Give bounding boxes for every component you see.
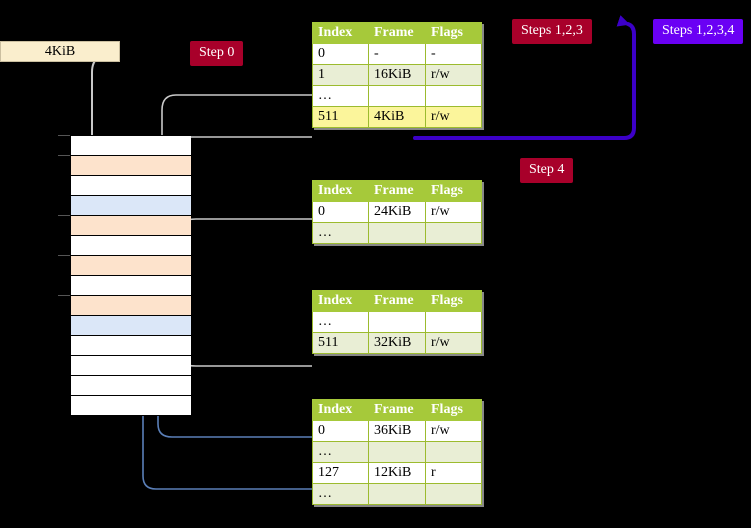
table-cell: …: [312, 222, 369, 244]
table-cell: r: [425, 462, 482, 484]
table-cell: r/w: [425, 201, 482, 223]
memory-frame-row: [71, 196, 191, 216]
memory-frame-row: [71, 356, 191, 376]
physical-memory-column: [70, 135, 191, 416]
table-cell: [425, 441, 482, 463]
memory-size-label: 4KiB: [0, 41, 120, 62]
memory-frame-row: [71, 316, 191, 336]
table-cell: 24KiB: [368, 201, 426, 223]
table-cell: 0: [312, 201, 369, 223]
table-cell: [368, 222, 426, 244]
memory-frame-row: [71, 296, 191, 316]
memory-frame-row: [71, 176, 191, 196]
table-cell: 511: [312, 106, 369, 128]
memory-frame-row: [71, 376, 191, 396]
table-cell: 127: [312, 462, 369, 484]
column-header-index: Index: [312, 399, 369, 421]
memory-frame-row: [71, 136, 191, 156]
table-row: …: [312, 441, 482, 463]
column-header-frame: Frame: [368, 399, 426, 421]
column-header-index: Index: [312, 180, 369, 202]
table-cell: 0: [312, 43, 369, 65]
table-row: …: [312, 222, 482, 244]
table-cell: -: [368, 43, 426, 65]
table-cell: …: [312, 441, 369, 463]
column-header-frame: Frame: [368, 180, 426, 202]
table-cell: 4KiB: [368, 106, 426, 128]
memory-frame-row: [71, 276, 191, 296]
memory-row-tick: [58, 215, 70, 216]
table-cell: [368, 311, 426, 333]
table-cell: [425, 483, 482, 505]
column-header-flags: Flags: [425, 180, 482, 202]
table-cell: r/w: [425, 332, 482, 354]
memory-frame-row: [71, 256, 191, 276]
memory-frame-row: [71, 396, 191, 416]
memory-frame-row: [71, 236, 191, 256]
memory-frame-row: [71, 156, 191, 176]
badge-steps-1234: Steps 1,2,3,4: [653, 19, 744, 44]
table-cell: 36KiB: [368, 420, 426, 442]
table-cell: 32KiB: [368, 332, 426, 354]
table-cell: [425, 311, 482, 333]
memory-row-tick: [58, 155, 70, 156]
column-header-flags: Flags: [425, 399, 482, 421]
table-cell: [425, 85, 482, 107]
badge-step-0: Step 0: [190, 41, 244, 66]
column-header-index: Index: [312, 22, 369, 44]
badge-steps-123: Steps 1,2,3: [512, 19, 592, 44]
table-cell: [368, 483, 426, 505]
table-row: …: [312, 311, 482, 333]
table-cell: 0: [312, 420, 369, 442]
table-cell: [368, 441, 426, 463]
memory-row-tick: [58, 255, 70, 256]
table-cell: [368, 85, 426, 107]
table-cell: 16KiB: [368, 64, 426, 86]
column-header-frame: Frame: [368, 290, 426, 312]
table-cell: -: [425, 43, 482, 65]
table-cell: [425, 222, 482, 244]
table-row: …: [312, 483, 482, 505]
table-cell: r/w: [425, 64, 482, 86]
column-header-index: Index: [312, 290, 369, 312]
table-row: 0--: [312, 43, 482, 65]
table-cell: …: [312, 85, 369, 107]
table-cell: …: [312, 311, 369, 333]
badge-step-4: Step 4: [520, 158, 574, 183]
table-row: …: [312, 85, 482, 107]
memory-row-tick: [58, 295, 70, 296]
table-cell: r/w: [425, 420, 482, 442]
memory-frame-row: [71, 336, 191, 356]
memory-frame-row: [71, 216, 191, 236]
column-header-flags: Flags: [425, 22, 482, 44]
table-cell: …: [312, 483, 369, 505]
memory-row-tick: [58, 135, 70, 136]
column-header-flags: Flags: [425, 290, 482, 312]
table-cell: 12KiB: [368, 462, 426, 484]
table-cell: 511: [312, 332, 369, 354]
column-header-frame: Frame: [368, 22, 426, 44]
table-cell: 1: [312, 64, 369, 86]
table-cell: r/w: [425, 106, 482, 128]
